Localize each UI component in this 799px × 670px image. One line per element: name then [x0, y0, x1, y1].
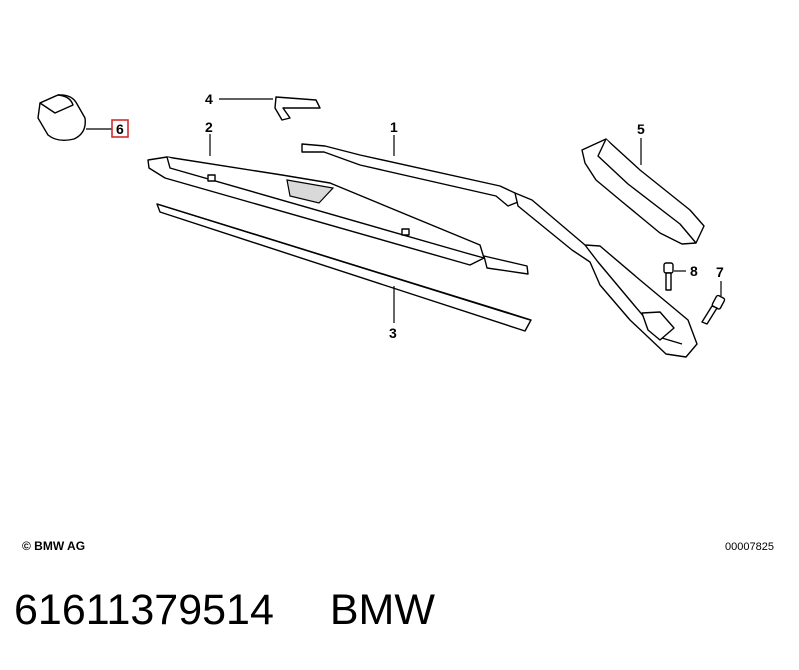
- callout-8[interactable]: 8: [690, 263, 698, 279]
- part-4-clip[interactable]: [219, 96, 321, 121]
- callout-6[interactable]: 6: [116, 121, 124, 137]
- callout-5[interactable]: 5: [637, 121, 645, 137]
- part-8-screw[interactable]: [663, 262, 686, 291]
- drawing-number: 00007825: [725, 541, 774, 553]
- part-6-cap[interactable]: [37, 94, 112, 142]
- callout-1[interactable]: 1: [390, 119, 398, 135]
- callout-4[interactable]: 4: [205, 91, 213, 107]
- brand-name: BMW: [329, 586, 435, 634]
- part-footer: 61611379514 BMW: [14, 586, 435, 635]
- part-1-wiper-arm[interactable]: [301, 135, 698, 358]
- callout-6-highlight-box: [111, 119, 129, 138]
- copyright-notice: © BMW AG: [22, 539, 86, 553]
- callout-2[interactable]: 2: [205, 119, 213, 135]
- part-number: 61611379514: [14, 586, 274, 634]
- callout-3[interactable]: 3: [389, 325, 397, 341]
- part-7-bolt[interactable]: [701, 281, 726, 325]
- part-2-wiper-blade[interactable]: [147, 134, 529, 275]
- part-3-blade-rubber[interactable]: [156, 203, 532, 332]
- callout-7[interactable]: 7: [716, 264, 724, 280]
- part-5-arm-cover[interactable]: [581, 138, 705, 245]
